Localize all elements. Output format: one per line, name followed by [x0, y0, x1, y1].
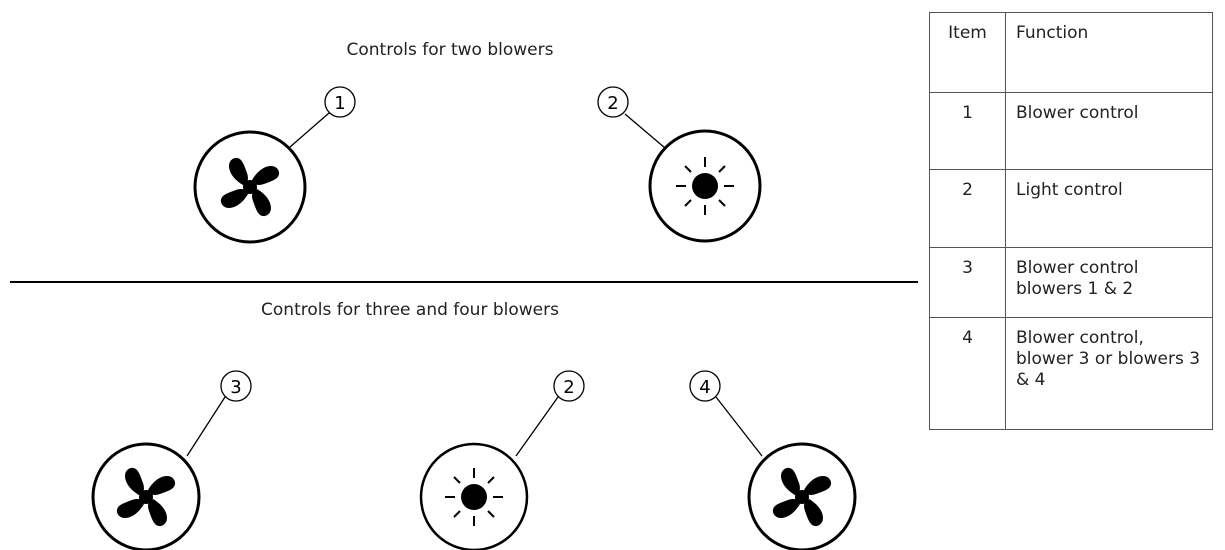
callout-4: 4: [689, 370, 763, 457]
legend-item-function: Blower control, blower 3 or blowers 3 & …: [1005, 317, 1213, 430]
blower-control-4: [747, 442, 857, 550]
callout-number: 2: [563, 377, 574, 398]
section-title-two-blowers: Controls for two blowers: [346, 40, 554, 60]
legend-header-row: Item Function: [929, 12, 1213, 93]
section-title-three-four-blowers: Controls for three and four blowers: [261, 300, 559, 320]
legend-row: 3 Blower control blowers 1 & 2: [929, 247, 1213, 318]
light-control-top: [648, 129, 762, 243]
blower-control-1: [193, 130, 307, 244]
callout-number: 4: [699, 377, 710, 398]
legend-item-function: Light control: [1005, 169, 1213, 248]
legend-row: 2 Light control: [929, 169, 1213, 248]
controls-diagram: Controls for two blowers Controls for th…: [10, 40, 918, 550]
callout-number: 1: [334, 93, 345, 114]
light-control-bottom: [419, 442, 529, 550]
callout-2-top: 2: [597, 86, 666, 149]
legend-item-function: Blower control: [1005, 92, 1213, 170]
callout-number: 2: [607, 93, 618, 114]
diagram-artwork: 1 2 3 2: [10, 86, 918, 550]
callout-number: 3: [230, 377, 241, 398]
legend-header-item: Item: [929, 12, 1006, 93]
legend-row: 4 Blower control, blower 3 or blowers 3 …: [929, 317, 1213, 430]
legend-item-number: 4: [929, 317, 1006, 430]
legend-item-number: 1: [929, 92, 1006, 170]
legend-table: Item Function 1 Blower control 2 Light c…: [929, 12, 1213, 430]
legend-item-number: 3: [929, 247, 1006, 318]
legend-item-function: Blower control blowers 1 & 2: [1005, 247, 1213, 318]
callout-2-bottom: 2: [515, 370, 585, 457]
callout-3: 3: [186, 370, 252, 457]
blower-control-3: [91, 442, 201, 550]
callout-1: 1: [289, 86, 356, 148]
legend-item-number: 2: [929, 169, 1006, 248]
legend-row: 1 Blower control: [929, 92, 1213, 170]
legend-header-function: Function: [1005, 12, 1213, 93]
